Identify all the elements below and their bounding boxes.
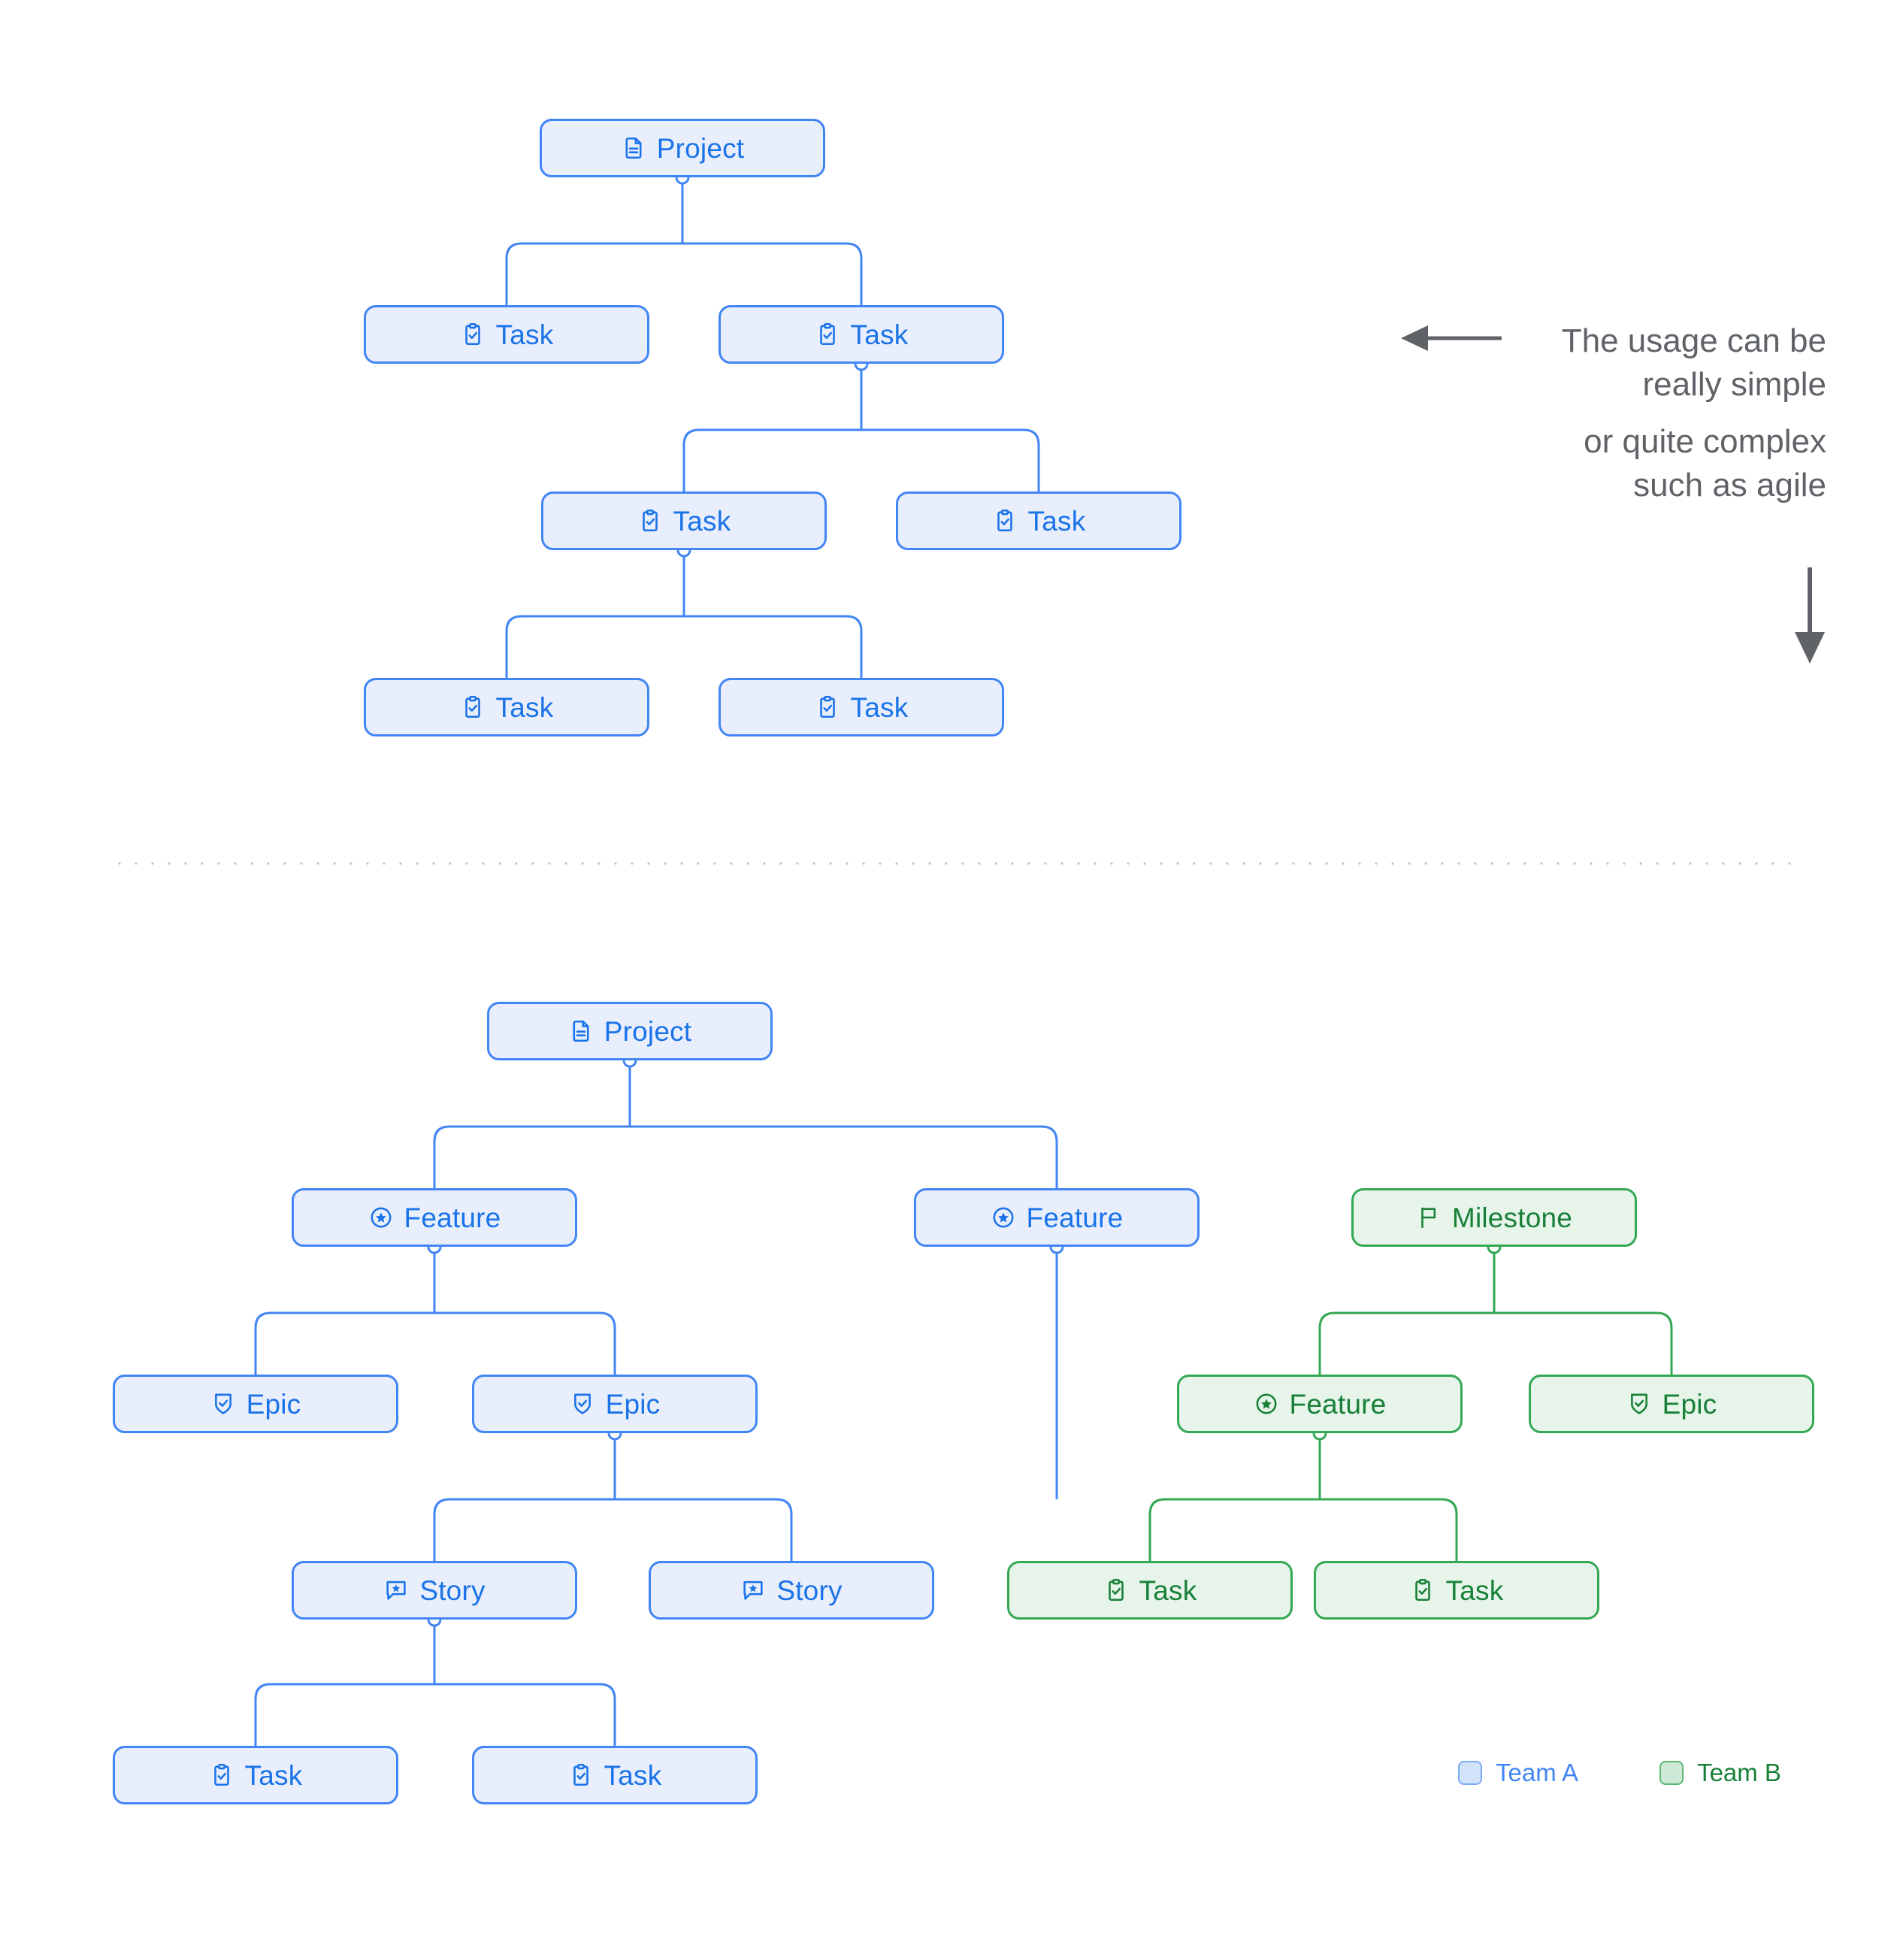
legend-swatch-team-b [1659,1761,1684,1785]
node-label: Feature [404,1202,501,1233]
connector-line [1441,1498,1458,1561]
chat-star-icon [740,1577,766,1603]
node-label: Task [1027,505,1086,537]
connector-line [1318,1311,1336,1375]
connector-line [254,1683,271,1746]
connector-line [1656,1311,1673,1375]
clipboard-check-icon [992,508,1018,534]
node-label: Milestone [1451,1202,1573,1233]
connector-line [1023,428,1040,492]
node-story[interactable]: Story [649,1561,934,1620]
node-task[interactable]: Task [719,678,1004,737]
clipboard-check-icon [637,508,663,534]
clipboard-check-icon [568,1762,594,1788]
node-label: Project [656,132,745,164]
node-label: Feature [1289,1388,1387,1420]
node-task[interactable]: Task [113,1746,398,1804]
node-label: Task [495,691,554,723]
shield-check-icon [570,1391,595,1417]
node-feature[interactable]: Feature [1177,1375,1463,1433]
connector-line [846,242,863,305]
flag-icon [1416,1205,1442,1230]
arrow-down-icon [1795,567,1825,664]
connector-line [1148,1498,1166,1561]
connector-line [505,242,522,305]
connector-line [433,1498,450,1561]
connector-line [776,1498,793,1561]
connector-line [846,615,863,678]
legend-label-team-b: Team B [1697,1759,1781,1786]
annotation-spacer [1496,407,1826,420]
connector-line [599,1683,616,1746]
annotation-line-3: or quite complex [1584,423,1826,461]
node-project[interactable]: Project [487,1002,773,1060]
node-label: Feature [1026,1202,1124,1233]
document-icon [621,135,646,161]
shield-check-icon [210,1391,236,1417]
node-label: Task [850,691,909,723]
legend-label-team-a: Team A [1496,1759,1579,1786]
legend: Team A Team B [1458,1759,1781,1787]
node-label: Task [495,319,554,350]
connector-line [433,1125,450,1188]
node-label: Task [1139,1574,1197,1606]
node-label: Task [1445,1574,1504,1606]
node-label: Story [776,1574,843,1606]
node-task[interactable]: Task [1007,1561,1293,1620]
node-label: Story [419,1574,486,1606]
clipboard-check-icon [1103,1577,1129,1603]
node-story[interactable]: Story [292,1561,577,1620]
connector-line [682,428,700,492]
node-label: Epic [605,1388,661,1420]
node-epic[interactable]: Epic [113,1375,398,1433]
annotation-line-4: such as agile [1633,467,1826,504]
document-icon [568,1018,594,1044]
node-task[interactable]: Task [472,1746,758,1804]
node-feature[interactable]: Feature [292,1188,577,1247]
node-task[interactable]: Task [364,678,649,737]
connector-line [1041,1125,1058,1188]
clipboard-check-icon [209,1762,234,1788]
node-label: Task [244,1759,303,1791]
node-epic[interactable]: Epic [1529,1375,1814,1433]
star-circle-icon [1254,1391,1279,1417]
node-task[interactable]: Task [541,492,827,550]
connector-line [505,615,522,678]
clipboard-check-icon [1410,1577,1436,1603]
star-circle-icon [368,1205,394,1230]
node-task[interactable]: Task [896,492,1181,550]
node-label: Task [673,505,731,537]
connector-line [599,1311,616,1375]
legend-swatch-team-a [1458,1761,1482,1785]
section-divider [111,862,1795,865]
star-circle-icon [991,1205,1016,1230]
annotation-text: The usage can be really simple or quite … [1496,319,1826,507]
clipboard-check-icon [815,322,840,347]
legend-item-team-a: Team A [1458,1759,1578,1787]
node-task[interactable]: Task [719,305,1004,364]
node-label: Task [604,1759,662,1791]
node-project[interactable]: Project [540,119,825,177]
node-label: Task [850,319,909,350]
clipboard-check-icon [815,694,840,720]
clipboard-check-icon [460,322,486,347]
node-milestone[interactable]: Milestone [1351,1188,1637,1247]
node-task[interactable]: Task [1314,1561,1599,1620]
node-epic[interactable]: Epic [472,1375,758,1433]
arrow-left-icon [1401,325,1502,351]
node-feature[interactable]: Feature [914,1188,1200,1247]
annotation-line-1: The usage can be [1561,322,1826,359]
annotation-line-2: really simple [1642,366,1826,404]
clipboard-check-icon [460,694,486,720]
legend-item-team-b: Team B [1659,1759,1781,1787]
shield-check-icon [1626,1391,1652,1417]
chat-star-icon [383,1577,409,1603]
node-task[interactable]: Task [364,305,649,364]
node-label: Epic [246,1388,301,1420]
connector-line [254,1311,271,1375]
node-label: Epic [1662,1388,1717,1420]
node-label: Project [604,1015,692,1047]
